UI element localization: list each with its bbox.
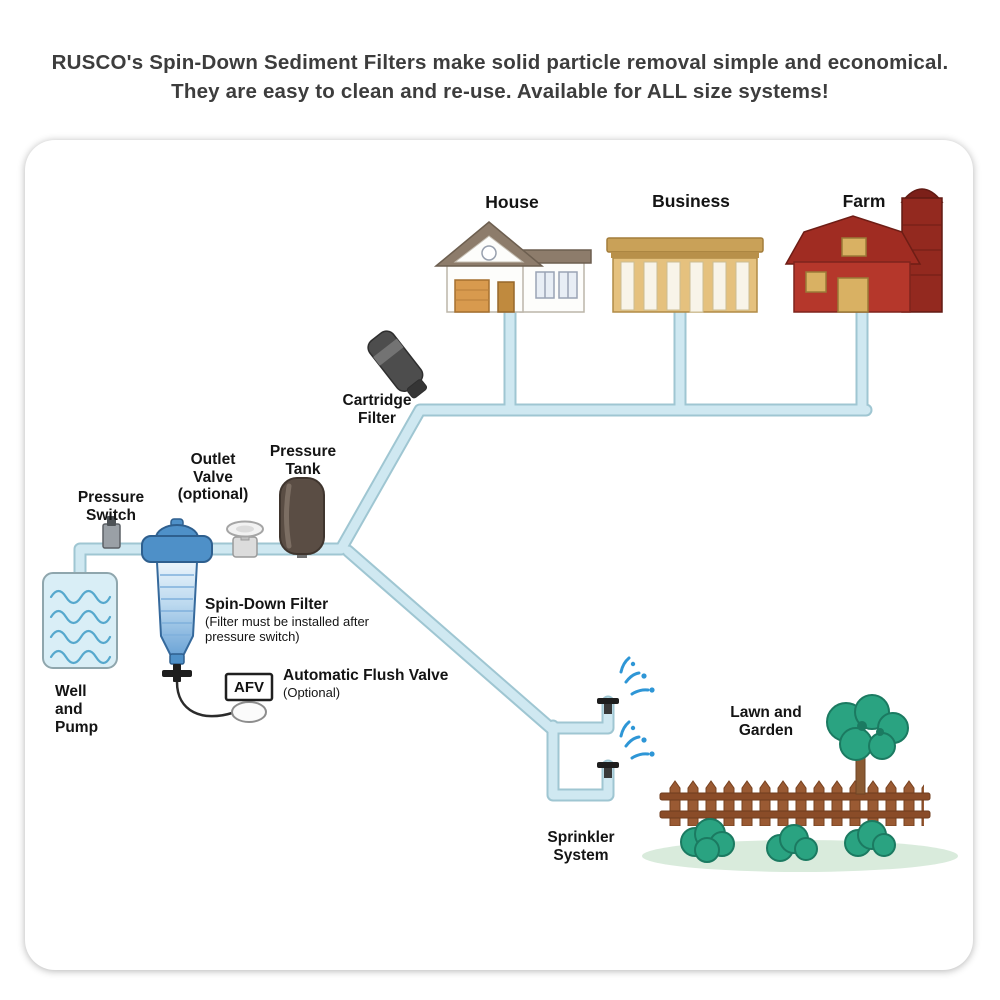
- business-label: Business: [652, 191, 730, 211]
- headline-line2: They are easy to clean and re-use. Avail…: [171, 80, 829, 103]
- sprinkler-system-label-line1: Sprinkler: [547, 829, 615, 846]
- lawn-garden-label-line1: Lawn and: [730, 704, 802, 721]
- well-pump-label-line3: Pump: [55, 719, 99, 736]
- pressure-tank-label-line2: Tank: [285, 460, 321, 478]
- pressure-switch-label: Pressure Switch: [78, 489, 144, 524]
- lawn-garden-label: Lawn and Garden: [730, 704, 801, 739]
- automatic-flush-valve-label: Automatic Flush Valve (Optional): [283, 667, 448, 700]
- pressure-tank-label-line1: Pressure: [269, 443, 337, 460]
- spin-down-filter-note-line1: (Filter must be installed after: [205, 613, 370, 629]
- well-pump-label-line1: Well: [55, 683, 87, 700]
- farm-label: Farm: [842, 191, 886, 211]
- automatic-flush-valve-note: (Optional): [283, 684, 341, 700]
- spin-down-filter-note-line2: pressure switch): [205, 629, 300, 644]
- cartridge-filter-label-line2: Filter: [358, 409, 396, 427]
- well-graphic: [42, 572, 118, 669]
- house-label: House: [485, 192, 539, 212]
- well-pump-label: Well and Pump: [55, 683, 98, 737]
- outlet-valve-label: Outlet Valve (optional): [178, 451, 249, 504]
- pressure-switch-label-line1: Pressure: [77, 489, 145, 506]
- sprinkler-system-label-line2: System: [553, 846, 609, 864]
- well-pump-label-line2: and: [55, 701, 83, 718]
- house-graphic: [433, 221, 592, 313]
- cartridge-filter-label: Cartridge Filter: [343, 392, 412, 427]
- business-graphic: [606, 237, 764, 313]
- farm-graphic: [784, 188, 944, 313]
- sprinkler-system-label: Sprinkler System: [547, 829, 614, 864]
- spin-down-filter-graphic: [141, 518, 213, 682]
- headline-line1: RUSCO's Spin-Down Sediment Filters make …: [51, 51, 949, 74]
- pressure-switch-graphic: [102, 516, 121, 549]
- spin-down-filter-title: Spin-Down Filter: [205, 596, 329, 613]
- cartridge-filter-label-line1: Cartridge: [342, 392, 412, 409]
- spin-down-filter-label: Spin-Down Filter (Filter must be install…: [205, 596, 369, 645]
- headline: RUSCO's Spin-Down Sediment Filters make …: [0, 48, 1000, 106]
- pressure-tank-label: Pressure Tank: [270, 443, 336, 478]
- bushes-graphic: [680, 818, 896, 863]
- fence-graphic: [659, 778, 931, 826]
- outlet-valve-label-line2: Valve: [193, 468, 233, 486]
- automatic-flush-valve-graphic: [175, 672, 274, 723]
- lawn-garden-label-line2: Garden: [738, 721, 794, 739]
- outlet-valve-label-line3: (optional): [177, 486, 249, 503]
- pipe-network: [73, 299, 873, 802]
- pressure-switch-label-line2: Switch: [86, 506, 136, 524]
- automatic-flush-valve-title: Automatic Flush Valve: [283, 667, 449, 684]
- outlet-valve-label-line1: Outlet: [190, 451, 236, 468]
- afv-box-label: AFV: [234, 678, 264, 696]
- tree-graphic: [826, 694, 909, 795]
- cartridge-filter-graphic: [367, 330, 428, 399]
- pressure-tank-graphic: [279, 477, 325, 558]
- outlet-valve-graphic: [226, 520, 264, 558]
